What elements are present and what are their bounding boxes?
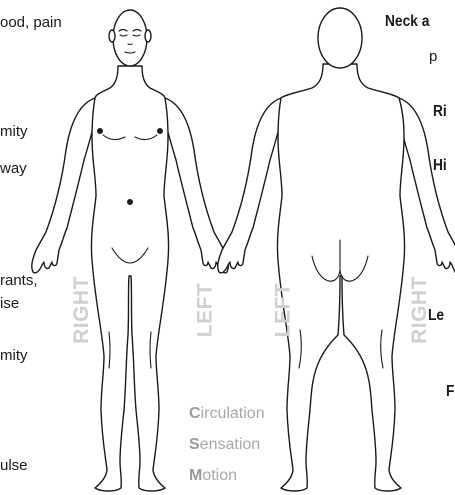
back-left-label: LEFT [271, 283, 295, 338]
front-marker-right-chest [97, 128, 103, 134]
front-right-label: RIGHT [70, 276, 94, 344]
front-left-label: LEFT [193, 283, 217, 338]
csm-sensation: Sensation [189, 436, 260, 454]
csm-motion: Motion [189, 467, 237, 485]
csm-circulation: Circulation [189, 405, 265, 423]
front-marker-left-chest [157, 128, 163, 134]
back-right-label: RIGHT [408, 276, 432, 344]
front-marker-abdomen [127, 199, 133, 205]
